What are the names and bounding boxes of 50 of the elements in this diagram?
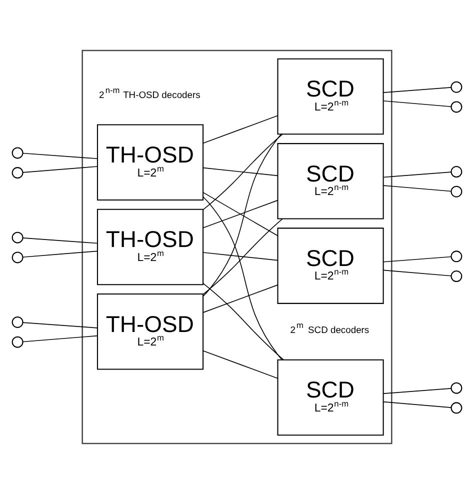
node-circle bbox=[450, 382, 462, 394]
connector bbox=[202, 350, 278, 379]
node-box: SCD L=2$^{n-m}$ bbox=[277, 58, 384, 135]
connector bbox=[22, 250, 98, 258]
node-circle bbox=[450, 402, 462, 414]
connector bbox=[202, 283, 284, 360]
connector bbox=[22, 322, 98, 328]
connector bbox=[382, 388, 452, 394]
connector bbox=[382, 100, 452, 108]
connector bbox=[202, 284, 278, 313]
connector bbox=[202, 200, 278, 228]
node-box: SCD L=2$^{n-m}$ bbox=[277, 143, 384, 220]
connector bbox=[382, 270, 452, 276]
node-circle bbox=[12, 232, 24, 244]
node-circle bbox=[12, 336, 24, 348]
node-circle bbox=[450, 250, 462, 262]
connector bbox=[22, 152, 98, 160]
node-circle bbox=[450, 186, 462, 198]
node-circle bbox=[12, 147, 24, 159]
connector bbox=[22, 335, 98, 342]
node-circle bbox=[450, 166, 462, 178]
connector bbox=[202, 192, 278, 236]
connector bbox=[202, 167, 278, 176]
connector bbox=[202, 196, 282, 360]
node-circle bbox=[12, 316, 24, 328]
label: 2$^{m}$ SCD decoders bbox=[290, 320, 370, 335]
connector bbox=[202, 134, 282, 297]
node-box: TH-OSD L=2$^{m}$ bbox=[96, 208, 204, 286]
cluster bbox=[82, 50, 392, 444]
node-box: SCD L=2$^{n-m}$ bbox=[277, 228, 384, 304]
connector bbox=[202, 115, 278, 144]
node-box: TH-OSD L=2$^{m}$ bbox=[96, 294, 204, 370]
node-box: TH-OSD L=2$^{m}$ bbox=[96, 124, 204, 200]
node-circle bbox=[12, 252, 24, 264]
node-circle bbox=[450, 101, 462, 113]
connector bbox=[202, 252, 278, 261]
connector bbox=[382, 401, 452, 408]
connector bbox=[382, 172, 452, 178]
connector bbox=[22, 166, 98, 173]
connector bbox=[202, 134, 283, 210]
connector bbox=[382, 87, 452, 93]
label: 2$^{n-m}$ TH-OSD decoders bbox=[99, 84, 200, 100]
node-circle bbox=[12, 167, 24, 179]
connector bbox=[22, 238, 98, 244]
connector bbox=[382, 256, 452, 262]
node-circle bbox=[450, 270, 462, 282]
node-circle bbox=[450, 81, 462, 93]
connector bbox=[202, 218, 283, 295]
connector bbox=[382, 185, 452, 192]
node-box: SCD L=2$^{n-m}$ bbox=[277, 359, 384, 436]
